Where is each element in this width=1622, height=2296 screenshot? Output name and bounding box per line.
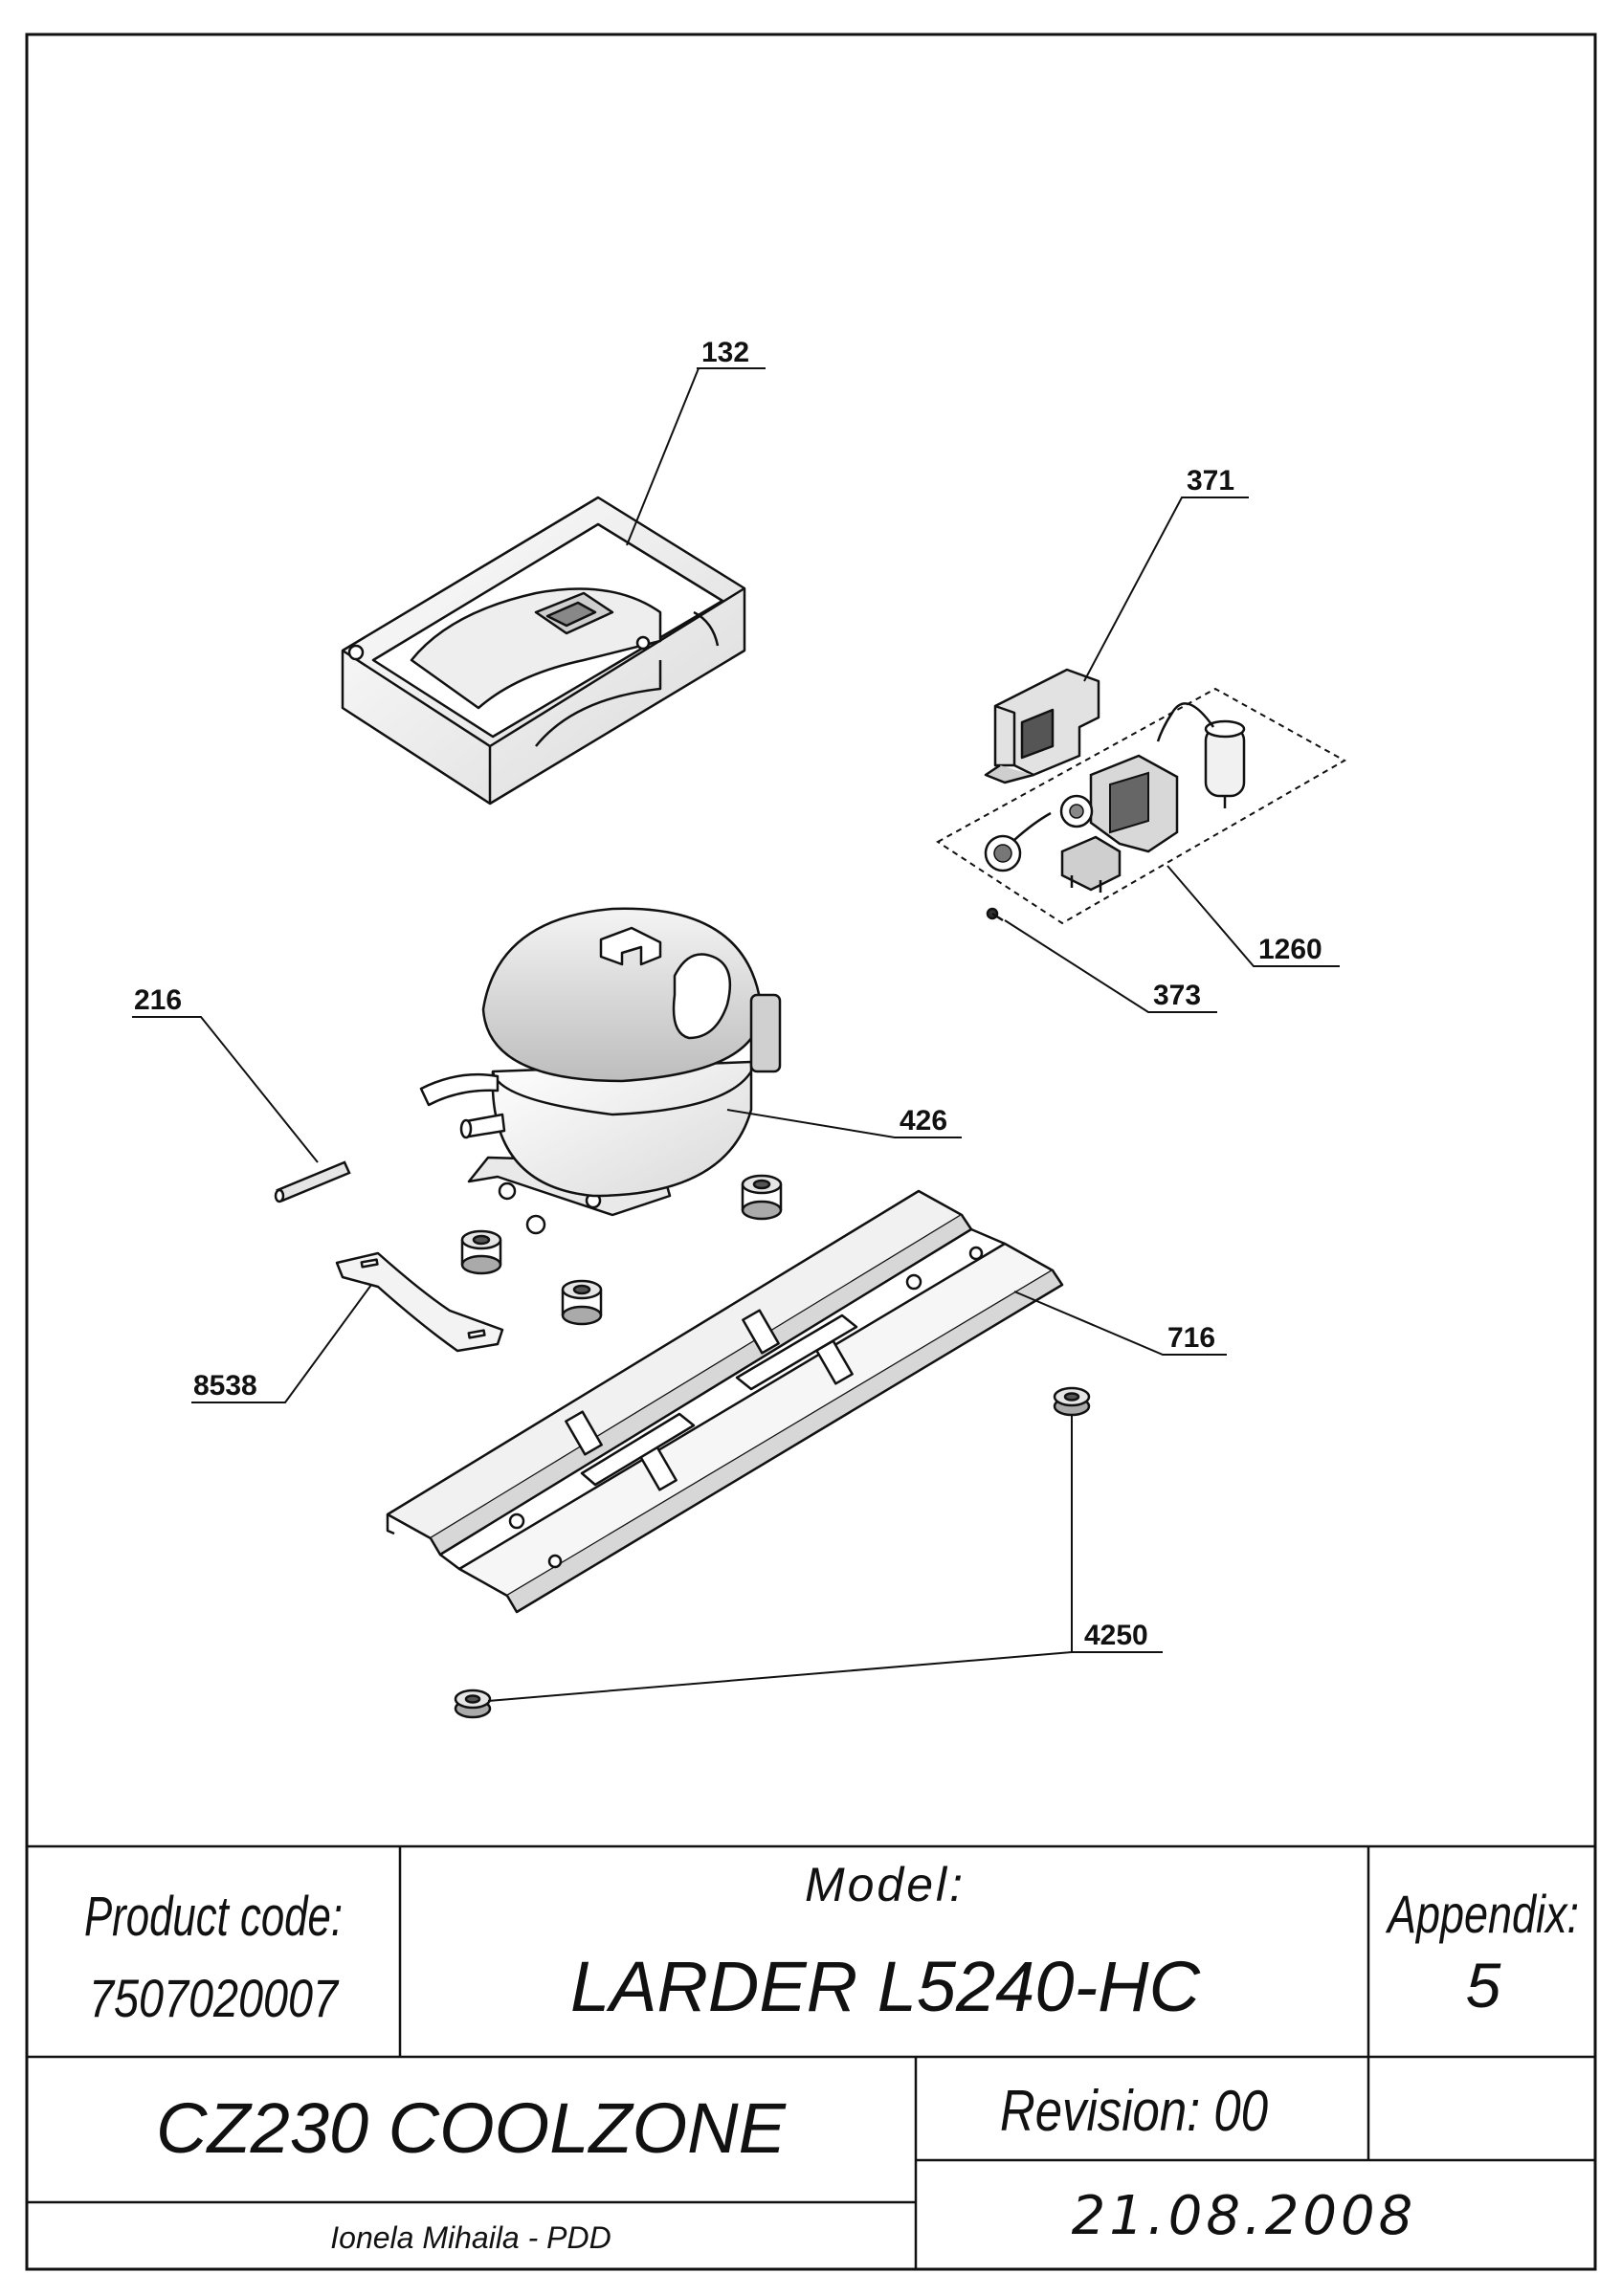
grommet-2	[460, 1229, 502, 1275]
product-code-value: 7507020007	[89, 1968, 340, 2028]
leader-8538	[191, 1284, 372, 1403]
appendix-value: 5	[1466, 1950, 1501, 2020]
callout-132: 132	[701, 337, 749, 368]
model-label: Model:	[805, 1858, 966, 1911]
leader-373	[1004, 919, 1217, 1013]
callout-426: 426	[900, 1105, 947, 1137]
leader-216	[132, 1016, 319, 1163]
callout-1260: 1260	[1258, 934, 1322, 965]
callout-216: 216	[134, 984, 182, 1016]
part-132-cover	[341, 496, 746, 806]
part-426-compressor	[419, 907, 782, 1235]
leader-4250	[1071, 1416, 1163, 1653]
leader-716	[1013, 1291, 1227, 1356]
part-371-relay-cover	[984, 668, 1100, 784]
title-block-text: Product code: 7507020007 Model: LARDER L…	[84, 1858, 1579, 2255]
callout-8538: 8538	[193, 1370, 257, 1402]
callout-373: 373	[1153, 980, 1201, 1011]
grommet-4250-b	[454, 1689, 492, 1719]
callout-371: 371	[1187, 465, 1234, 497]
date-value: 21.08.2008	[1072, 2185, 1417, 2247]
part-1260-start-kit	[936, 687, 1347, 925]
grommet-1	[741, 1174, 783, 1221]
callout-716: 716	[1167, 1322, 1215, 1354]
leader-4250-b	[487, 1651, 1073, 1702]
part-373-screw	[986, 907, 1004, 922]
grommet-4250-a	[1053, 1386, 1091, 1417]
part-4250-grommets	[454, 1386, 1091, 1719]
part-716-rail	[386, 1189, 1064, 1614]
leader-371	[1083, 497, 1249, 682]
revision-value: Revision: 00	[1000, 2079, 1268, 2143]
leader-lines	[132, 367, 1340, 1702]
leader-1260	[1167, 865, 1340, 967]
part-8538-plate	[335, 1251, 504, 1353]
appendix-label: Appendix:	[1386, 1884, 1579, 1944]
series-value: CZ230 COOLZONE	[156, 2088, 788, 2168]
callouts: 132 371 1260 373 216 426 716 8538 4250	[134, 337, 1322, 1651]
leader-426	[726, 1109, 962, 1138]
grommets-group	[460, 1174, 783, 1326]
sheet-border	[25, 33, 1597, 2271]
product-code-label: Product code:	[84, 1886, 343, 1948]
model-value: LARDER L5240-HC	[570, 1947, 1201, 2026]
author-value: Ionela Mihaila - PDD	[330, 2220, 611, 2255]
part-216-pin	[274, 1160, 351, 1203]
leader-132	[626, 367, 766, 546]
title-block	[27, 1844, 1595, 2269]
callout-4250: 4250	[1084, 1620, 1148, 1651]
grommet-3	[561, 1279, 603, 1326]
